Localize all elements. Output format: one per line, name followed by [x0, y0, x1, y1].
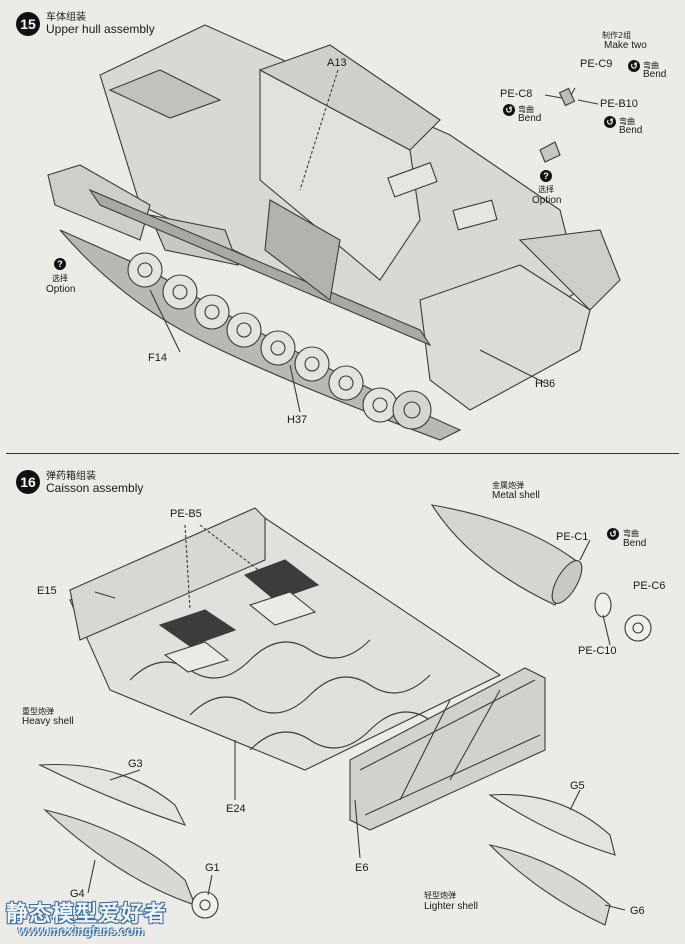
bend-en-c8: Bend [518, 113, 542, 124]
front-plate [419, 264, 591, 411]
part-label-e6: E6 [355, 862, 369, 874]
part-label-e24: E24 [226, 803, 246, 815]
part-label-pe-c1: PE-C1 [556, 531, 589, 543]
step-15-title-en: Upper hull assembly [46, 22, 155, 36]
part-label-h36: H36 [535, 378, 556, 390]
part-label-pe-c9: PE-C9 [580, 58, 613, 70]
lighter-shell-en: Lighter shell [424, 901, 478, 912]
heavy-shell-en: Heavy shell [22, 716, 74, 727]
caisson-frame-e6 [349, 667, 546, 831]
part-label-g1: G1 [205, 862, 220, 874]
caisson-wall-e15 [69, 507, 266, 641]
bend-cn-b10: 弯曲 [619, 117, 635, 126]
mesh-panel-b [243, 559, 320, 601]
lighter-shell-bottom [488, 844, 611, 926]
step-divider [6, 453, 679, 454]
step-15-title-cn: 车体组装 [46, 12, 86, 23]
part-label-pe-b10: PE-B10 [600, 98, 638, 110]
bend-arrow-icon: ↺ [604, 116, 616, 128]
part-label-pe-c8: PE-C8 [500, 88, 533, 100]
option-cn-left: 选择 [52, 274, 68, 283]
mesh-panel-a [158, 609, 237, 647]
part-label-g5: G5 [570, 780, 585, 792]
step-16-title-cn: 弹药箱组装 [46, 471, 96, 482]
part-label-g6: G6 [630, 905, 645, 917]
question-mark-icon: ? [540, 170, 552, 182]
heavy-shell-cn: 重型炮弹 [22, 707, 54, 716]
step-16-badge: 16 [16, 470, 40, 494]
bend-en-c9: Bend [643, 69, 667, 80]
step-15-badge: 15 [16, 12, 40, 36]
lighter-shell-top [488, 793, 616, 856]
bend-en-b10: Bend [619, 125, 643, 136]
lighter-shell-cn: 轻型炮弹 [424, 891, 456, 900]
step-15-panel: 15 车体组装 Upper hull assembly [6, 2, 679, 450]
bend-arrow-icon: ↺ [628, 60, 640, 72]
step-16-title-en: Caisson assembly [46, 481, 144, 495]
part-label-g3: G3 [128, 758, 143, 770]
part-label-pe-b5: PE-B5 [170, 508, 202, 520]
bend-cn-c8: 弯曲 [518, 105, 534, 114]
question-mark-icon: ? [54, 258, 66, 270]
bend-en-c1: Bend [623, 538, 647, 549]
part-label-h37: H37 [287, 414, 308, 426]
part-label-pe-c10: PE-C10 [578, 645, 617, 657]
metal-shell-cn: 金属炮弹 [492, 481, 524, 490]
metal-shell-en: Metal shell [492, 490, 540, 501]
bend-arrow-icon: ↺ [607, 528, 619, 540]
option-en-left: Option [46, 284, 76, 295]
bend-arrow-icon: ↺ [503, 104, 515, 116]
watermark-url: www.moxingfans.com [18, 924, 145, 938]
option-cn-right: 选择 [538, 185, 554, 194]
bend-cn-c9: 弯曲 [643, 61, 659, 70]
part-label-e15: E15 [37, 585, 57, 597]
heavy-shell-top [37, 763, 187, 826]
option-en-right: Option [532, 195, 562, 206]
make-two-en: Make two [604, 40, 647, 51]
part-label-pe-c6: PE-C6 [633, 580, 666, 592]
step-16-panel: 16 弹药箱组装 Caisson assembly [6, 460, 679, 938]
bend-cn-c1: 弯曲 [623, 529, 639, 538]
part-label-f14: F14 [148, 352, 167, 364]
watermark-logo: 静态模型爱好者 [6, 902, 168, 927]
part-label-a13: A13 [327, 57, 347, 69]
part-label-g4: G4 [70, 888, 85, 900]
make-two-cn: 制作2组 [602, 31, 632, 40]
